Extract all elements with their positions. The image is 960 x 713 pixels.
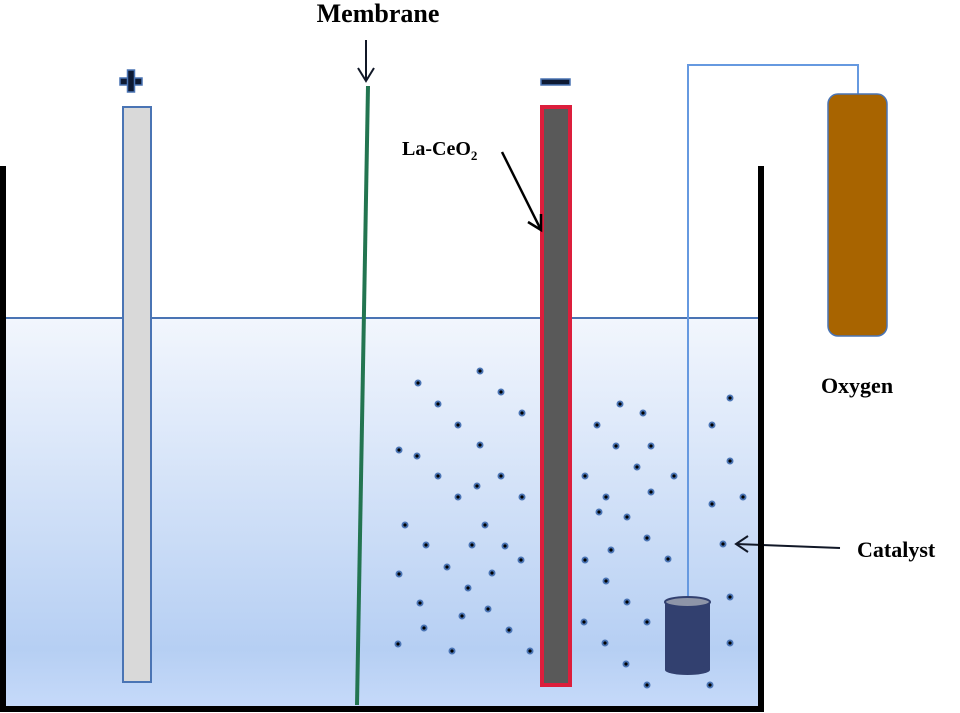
catalyst-particle	[726, 394, 734, 402]
tank-wall	[0, 166, 764, 712]
catalyst-particle	[473, 482, 481, 490]
catalyst-particle	[501, 542, 509, 550]
catalyst-particle	[593, 421, 601, 429]
catalyst-particle	[434, 400, 442, 408]
catalyst-particle	[443, 563, 451, 571]
catalyst-particle	[726, 593, 734, 601]
catalyst-particle	[448, 647, 456, 655]
catalyst-particle	[497, 472, 505, 480]
catalyst-particle	[414, 379, 422, 387]
catalyst-particle	[413, 452, 421, 460]
cathode-material-label: La-CeO2	[402, 138, 477, 163]
catalyst-particle	[670, 472, 678, 480]
catalyst-pointer-arrow-icon	[734, 535, 841, 553]
catalyst-particle	[422, 541, 430, 549]
catalyst-particle	[517, 556, 525, 564]
catalyst-particle	[616, 400, 624, 408]
catalyst-particles	[394, 367, 747, 689]
catalyst-particle	[395, 570, 403, 578]
catalyst-particle	[476, 441, 484, 449]
electrolyte	[6, 318, 761, 708]
catalyst-particle	[607, 546, 615, 554]
oxygen-label: Oxygen	[821, 373, 893, 398]
cathode-material-text: La-CeO	[402, 138, 471, 160]
catalyst-particle	[708, 421, 716, 429]
catalyst-particle	[726, 639, 734, 647]
catalyst-particle	[518, 409, 526, 417]
catalyst-particle	[647, 442, 655, 450]
catalyst-particle	[633, 463, 641, 471]
catalyst-particle	[719, 540, 727, 548]
catalyst-particle	[484, 605, 492, 613]
catalyst-label: Catalyst	[857, 537, 936, 562]
catalyst-particle	[623, 513, 631, 521]
gas-supply-tube	[687, 64, 859, 596]
cathode-material-subscript: 2	[471, 148, 478, 163]
catalyst-particle	[602, 493, 610, 501]
catalyst-particle	[580, 618, 588, 626]
catalyst-particle	[739, 493, 747, 501]
catalyst-particle	[643, 618, 651, 626]
catalyst-particle	[458, 612, 466, 620]
catalyst-particle	[708, 500, 716, 508]
catalyst-particle	[726, 457, 734, 465]
membrane-arrow-icon	[357, 40, 375, 83]
catalyst-particle	[639, 409, 647, 417]
catalyst-particle	[623, 598, 631, 606]
catalyst-particle	[454, 493, 462, 501]
membrane-label: Membrane	[317, 0, 440, 28]
catalyst-particle	[647, 488, 655, 496]
catalyst-particle	[595, 508, 603, 516]
catalyst-particle	[518, 493, 526, 501]
minus-sign-icon	[540, 78, 571, 86]
catalyst-particle	[468, 541, 476, 549]
gas-diffuser	[664, 596, 711, 675]
anode-electrode	[122, 106, 152, 683]
catalyst-particle	[434, 472, 442, 480]
catalyst-particle	[526, 647, 534, 655]
catalyst-particle	[505, 626, 513, 634]
plus-sign-icon	[119, 69, 143, 93]
catalyst-particle	[497, 388, 505, 396]
cathode-electrode	[540, 105, 572, 687]
catalyst-particle	[420, 624, 428, 632]
oxygen-cylinder	[827, 93, 888, 337]
catalyst-particle	[622, 660, 630, 668]
catalyst-particle	[481, 521, 489, 529]
catalyst-particle	[664, 555, 672, 563]
catalyst-particle	[416, 599, 424, 607]
catalyst-particle	[395, 446, 403, 454]
catalyst-particle	[602, 577, 610, 585]
catalyst-particle	[612, 442, 620, 450]
catalyst-particle	[454, 421, 462, 429]
catalyst-particle	[643, 681, 651, 689]
cathode-pointer-arrow-icon	[500, 151, 543, 233]
catalyst-particle	[488, 569, 496, 577]
catalyst-particle	[394, 640, 402, 648]
catalyst-particle	[581, 472, 589, 480]
membrane	[355, 85, 370, 706]
catalyst-particle	[464, 584, 472, 592]
catalyst-particle	[601, 639, 609, 647]
catalyst-particle	[643, 534, 651, 542]
catalyst-particle	[581, 556, 589, 564]
catalyst-particle	[476, 367, 484, 375]
catalyst-particle	[401, 521, 409, 529]
catalyst-particle	[706, 681, 714, 689]
